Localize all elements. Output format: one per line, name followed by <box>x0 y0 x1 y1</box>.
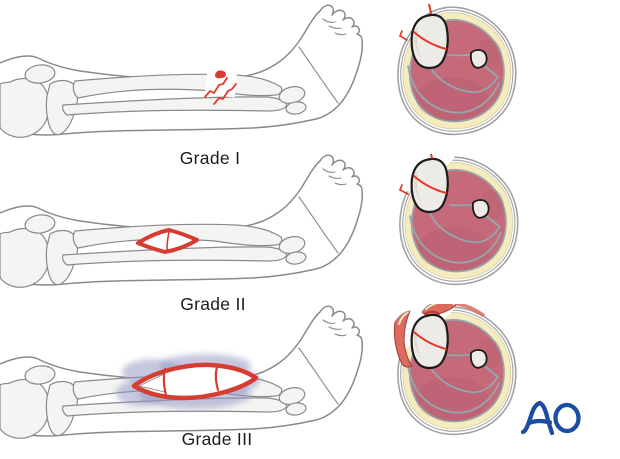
grade1-label: Grade I <box>179 148 241 168</box>
grade2-label: Grade II <box>180 294 246 314</box>
grade3-fracture-marks <box>413 310 447 350</box>
grade2-open-wound <box>136 228 199 254</box>
grade2-fracture-marks <box>398 154 447 195</box>
grade1-fracture <box>204 70 238 105</box>
leg-lateral-view <box>0 154 364 289</box>
grade1-cross-section <box>392 4 524 140</box>
grade3-open-wound <box>131 362 259 401</box>
leg-lateral-view <box>0 4 364 139</box>
tibia-bone <box>410 13 449 70</box>
tibia-bone <box>410 157 449 214</box>
ao-logo <box>521 400 581 436</box>
grade2-leg-illustration <box>0 154 364 289</box>
grade3-label: Grade III <box>181 429 253 449</box>
grade1-leg-illustration <box>0 4 364 139</box>
grade1-fracture-marks <box>398 4 447 50</box>
grade3-leg-illustration <box>0 305 364 440</box>
grade3-cross-section <box>392 304 524 444</box>
grade2-cross-section <box>397 154 526 290</box>
tibia-bone <box>410 313 449 370</box>
